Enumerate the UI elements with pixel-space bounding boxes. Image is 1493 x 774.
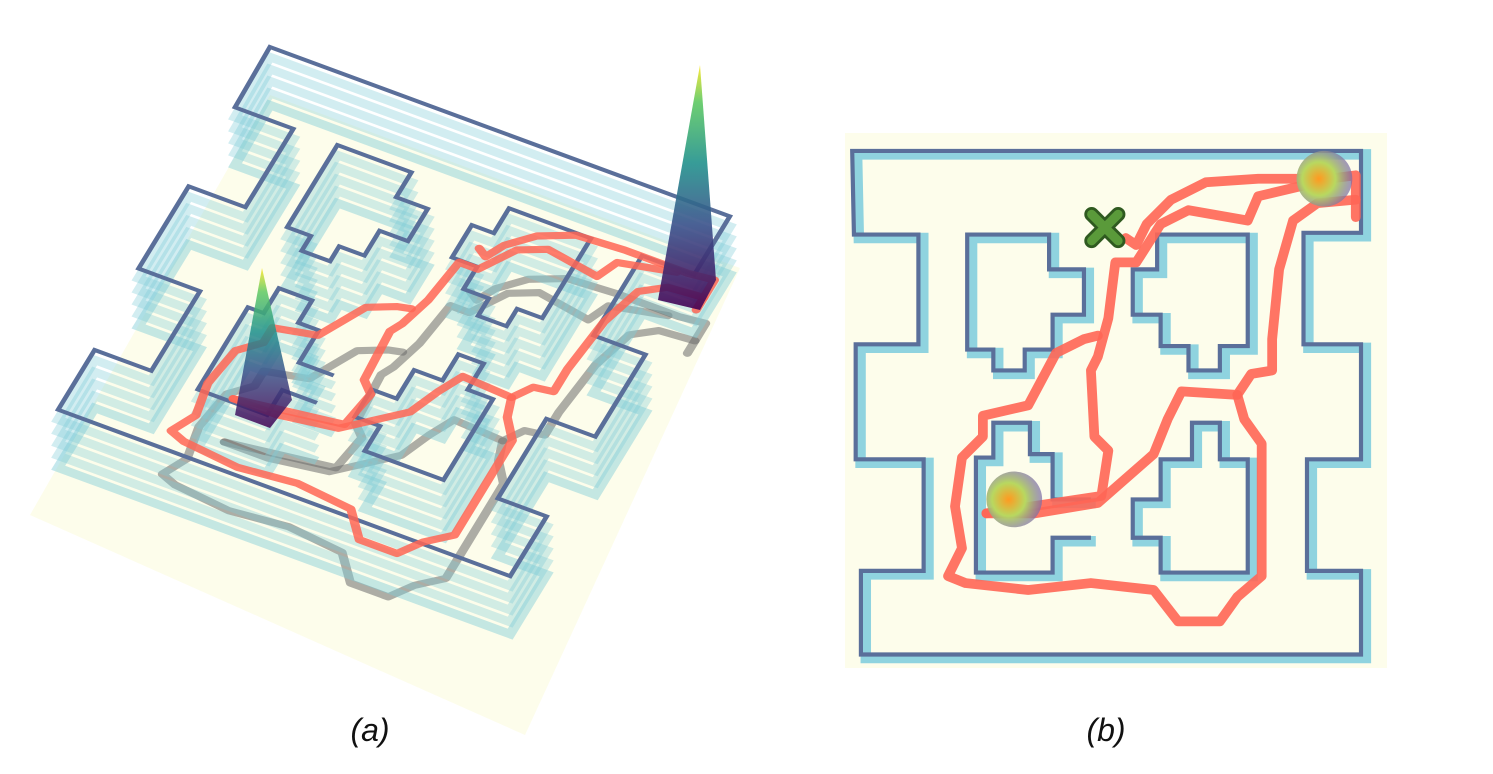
density-peak-goal	[658, 65, 716, 310]
panel-b-topdown-maze	[845, 133, 1387, 668]
panel-a-3d-maze	[30, 47, 740, 735]
panel-b-caption: (b)	[1086, 712, 1126, 748]
panel-a-caption: (a)	[350, 712, 390, 748]
agent-start-marker	[986, 471, 1043, 528]
density-peak-start	[235, 268, 292, 428]
agent-goal-marker	[1296, 150, 1353, 207]
